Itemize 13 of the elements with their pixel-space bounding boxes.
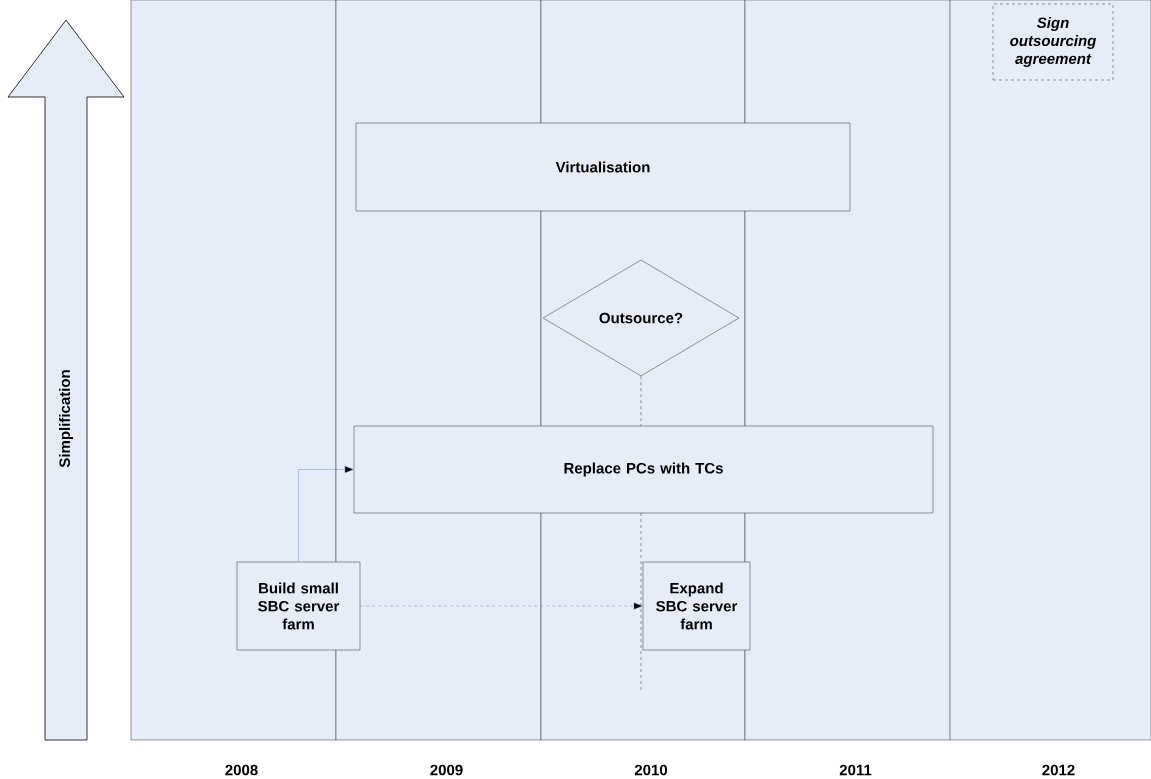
connector — [298, 466, 354, 562]
process-box: Virtualisation — [355, 122, 851, 212]
year-label: 2009 — [430, 764, 463, 776]
year-label: 2008 — [225, 764, 258, 776]
connector — [360, 602, 643, 610]
note-box: Sign outsourcing agreement — [992, 3, 1114, 81]
process-box: Build small SBC server farm — [236, 561, 361, 651]
year-label: 2012 — [1042, 764, 1075, 776]
year-label: 2010 — [634, 764, 668, 776]
process-box: Replace PCs with TCs — [353, 425, 934, 514]
connector — [640, 376, 642, 691]
year-label: 2011 — [839, 764, 872, 776]
process-box: Expand SBC server farm — [642, 561, 751, 651]
